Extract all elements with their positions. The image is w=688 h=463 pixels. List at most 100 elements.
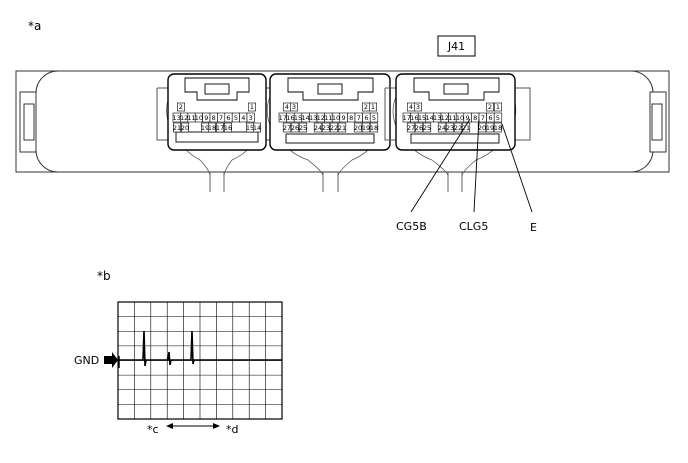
pin-label-cell bbox=[414, 122, 424, 133]
pin-label-cell bbox=[173, 122, 182, 133]
pin-label: 7 bbox=[219, 114, 223, 122]
pin-label: 12 bbox=[317, 114, 325, 122]
pin-label: 14 bbox=[425, 114, 433, 122]
pin-label-cell bbox=[369, 122, 379, 133]
oscilloscope-screen bbox=[117, 301, 283, 420]
pin-label: 10 bbox=[456, 114, 464, 122]
pin-label: 8 bbox=[473, 114, 477, 122]
pin-label: 4 bbox=[285, 103, 289, 111]
pin-label: 23 bbox=[322, 124, 330, 132]
pin-label: 11 bbox=[448, 114, 456, 122]
pin-label-cell bbox=[177, 102, 186, 112]
pin-label: 17 bbox=[279, 114, 287, 122]
pin-label-cell bbox=[493, 122, 503, 133]
pin-label-cell bbox=[493, 102, 502, 112]
pin-label-cell bbox=[461, 122, 471, 133]
terminal-leader-lines bbox=[410, 118, 533, 213]
pin-label-cell bbox=[253, 122, 262, 133]
pin-label: 15 bbox=[294, 114, 302, 122]
pin-label: 12 bbox=[441, 114, 449, 122]
pin-label: 6 bbox=[226, 114, 230, 122]
pin-label: 9 bbox=[342, 114, 346, 122]
pin-label: 21 bbox=[173, 124, 181, 132]
pin-label-cell bbox=[329, 122, 339, 133]
pin-label: 27 bbox=[283, 124, 291, 132]
pin-label: 20 bbox=[478, 124, 486, 132]
pin-label: 11 bbox=[187, 114, 195, 122]
pin-label-cell bbox=[353, 122, 363, 133]
pin-label-cell bbox=[248, 102, 257, 112]
pin-label: 27 bbox=[407, 124, 415, 132]
pin-label-cell bbox=[282, 122, 292, 133]
pin-label: 9 bbox=[466, 114, 470, 122]
pin-label: 18 bbox=[208, 124, 216, 132]
pin-label: 13 bbox=[433, 114, 441, 122]
pin-label: 8 bbox=[212, 114, 216, 122]
pin-label: 18 bbox=[370, 124, 378, 132]
pin-label: 13 bbox=[173, 114, 181, 122]
pin-label-cell bbox=[368, 102, 377, 112]
pin-label-cell bbox=[216, 122, 225, 133]
connector-id-box: J41 bbox=[437, 35, 476, 57]
view-a-label: *a bbox=[28, 19, 41, 33]
pin-label: 7 bbox=[481, 114, 485, 122]
pin-label-cell bbox=[289, 102, 298, 112]
pin-label: 21 bbox=[462, 124, 470, 132]
pin-label-cell bbox=[369, 112, 379, 123]
pin-label: 17 bbox=[216, 124, 224, 132]
time-label-c: *c bbox=[147, 423, 159, 436]
pin-label-cell bbox=[485, 102, 494, 112]
pin-label-cell bbox=[437, 122, 447, 133]
pin-label-cell bbox=[493, 112, 503, 123]
pin-label-cell bbox=[413, 102, 422, 112]
pin-label: 6 bbox=[364, 114, 368, 122]
pin-label: 26 bbox=[291, 124, 299, 132]
pin-label: 19 bbox=[486, 124, 494, 132]
pin-label: 14 bbox=[253, 124, 261, 132]
pin-label: 2 bbox=[488, 103, 492, 111]
terminal-label-clg5: CLG5 bbox=[459, 220, 488, 233]
pin-label: 5 bbox=[234, 114, 238, 122]
pin-label-cell bbox=[453, 122, 463, 133]
pin-label: 18 bbox=[494, 124, 502, 132]
pin-label: 9 bbox=[204, 114, 208, 122]
pin-label-cell bbox=[406, 122, 416, 133]
pin-label: 25 bbox=[299, 124, 307, 132]
pin-label: 26 bbox=[415, 124, 423, 132]
time-span-arrow-icon bbox=[166, 423, 220, 429]
pin-label: 23 bbox=[446, 124, 454, 132]
pin-label: 11 bbox=[324, 114, 332, 122]
pin-label-cell bbox=[337, 122, 347, 133]
pin-label: 5 bbox=[496, 114, 500, 122]
pin-label-cell bbox=[485, 122, 495, 133]
pin-label: 16 bbox=[224, 124, 232, 132]
pin-label-cell bbox=[208, 122, 217, 133]
pin-label: 10 bbox=[332, 114, 340, 122]
terminal-label-cg5b: CG5B bbox=[396, 220, 427, 233]
pin-label: 24 bbox=[438, 124, 446, 132]
pin-label: 3 bbox=[292, 103, 296, 111]
terminal-label-e: E bbox=[530, 221, 537, 234]
pin-label: 14 bbox=[301, 114, 309, 122]
pin-label: 12 bbox=[180, 114, 188, 122]
pin-label: 4 bbox=[409, 103, 413, 111]
pin-label-cell bbox=[181, 122, 190, 133]
pin-label: 6 bbox=[488, 114, 492, 122]
pin-label: 20 bbox=[354, 124, 362, 132]
gnd-arrow-icon bbox=[104, 352, 118, 368]
pin-label: 22 bbox=[454, 124, 462, 132]
pin-label-cell bbox=[298, 122, 308, 133]
pin-label: 1 bbox=[250, 103, 254, 111]
pin-label: 13 bbox=[309, 114, 317, 122]
pin-label-cell bbox=[313, 122, 323, 133]
pin-label: 15 bbox=[246, 124, 254, 132]
pin-label: 3 bbox=[249, 114, 253, 122]
pin-label: 2 bbox=[364, 103, 368, 111]
pin-label: 25 bbox=[423, 124, 431, 132]
